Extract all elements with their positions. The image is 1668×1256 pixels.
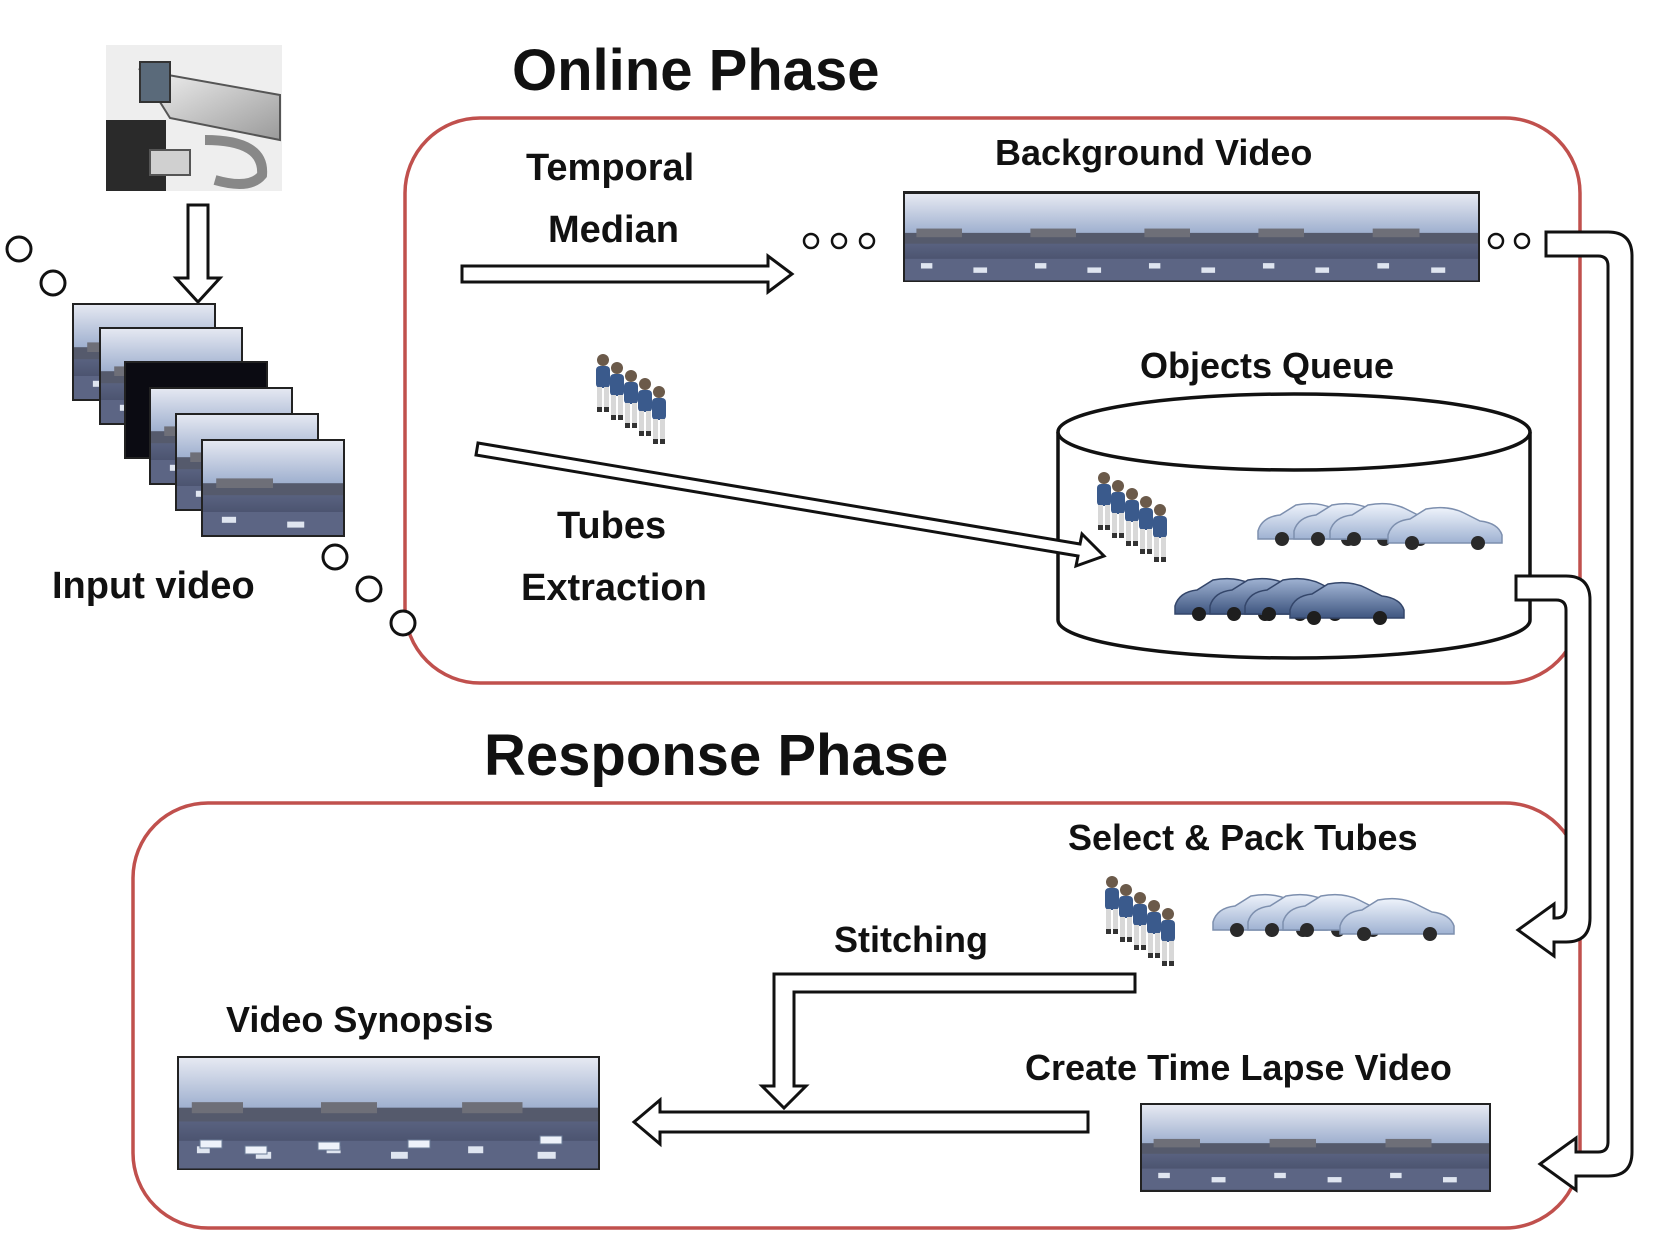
select-pack-tubes-label: Select & Pack Tubes: [1068, 817, 1418, 858]
temporal-median-arrow: [460, 253, 795, 295]
create-time-lapse-label: Create Time Lapse Video: [1025, 1047, 1452, 1088]
person-tube-icon: [596, 354, 666, 444]
video-synopsis-film-strip: [177, 1056, 600, 1170]
background-to-timelapse-arrow: [1537, 230, 1634, 1193]
stitching-label: Stitching: [834, 919, 988, 960]
tubes-extraction-label-line2: Extraction: [521, 567, 707, 609]
online-phase-title: Online Phase: [512, 38, 879, 103]
video-synopsis-label: Video Synopsis: [226, 999, 493, 1040]
transition-circles: [5, 235, 417, 637]
input-video-frames: [72, 303, 345, 537]
tubes-extraction-label-line1: Tubes: [557, 505, 666, 547]
car-tube-icon-select: [1212, 893, 1455, 942]
background-video-label: Background Video: [995, 132, 1312, 173]
time-lapse-film-strip: [1140, 1103, 1491, 1192]
tubes-extraction-arrow: [474, 441, 1107, 569]
ellipsis-dots-left: [802, 232, 876, 250]
response-phase-title: Response Phase: [484, 723, 948, 788]
camera-down-arrow: [172, 203, 224, 305]
stitching-arrow: [758, 972, 1137, 1111]
timelapse-to-synopsis-arrow: [631, 1096, 1090, 1148]
online-phase-box: [403, 116, 1582, 685]
queue-to-select-arrow: [1514, 574, 1592, 959]
temporal-median-label-line2: Median: [548, 209, 679, 251]
person-tube-icon-select: [1105, 876, 1175, 966]
background-video-film-strip: [903, 191, 1480, 282]
response-phase-box: [131, 801, 1582, 1230]
security-camera-icon: [106, 45, 282, 191]
input-video-label: Input video: [52, 565, 255, 607]
temporal-median-label-line1: Temporal: [526, 147, 694, 189]
ellipsis-dots-right: [1487, 232, 1531, 250]
objects-queue-label: Objects Queue: [1140, 345, 1394, 386]
